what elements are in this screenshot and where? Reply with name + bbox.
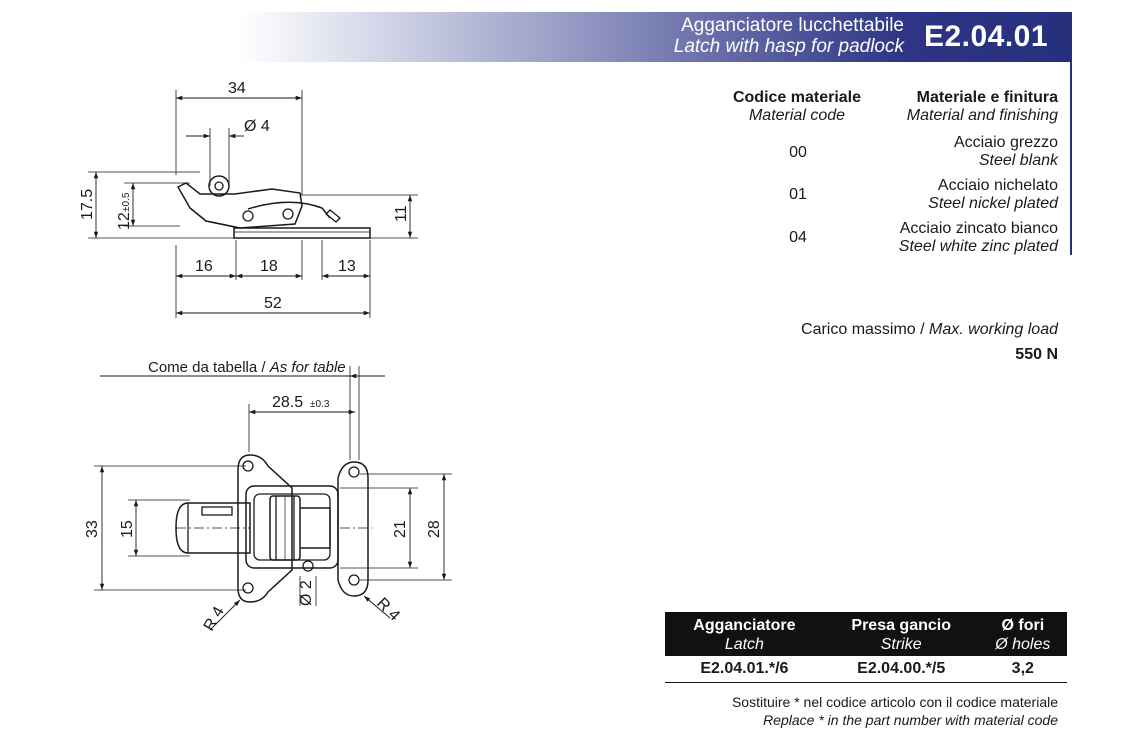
product-code: E2.04.01 xyxy=(923,20,1049,53)
header-band xyxy=(240,12,1070,62)
material-code-header-en: Material code xyxy=(748,107,846,124)
material-finish-header: Materiale e finitura Material and finish… xyxy=(907,89,1058,125)
dim-15: 15 xyxy=(119,520,136,538)
material-desc-it: Acciaio nichelato xyxy=(937,177,1058,194)
table-reference-note: Come da tabella / As for table xyxy=(148,359,346,376)
dim-pin-diameter: Ø 2 xyxy=(298,580,315,606)
dim-28-5-tolerance: ±0.3 xyxy=(310,399,330,410)
dim-13: 13 xyxy=(338,258,356,275)
table-header-it: Presa gancio xyxy=(851,617,951,634)
table-header-en: Latch xyxy=(724,636,764,653)
product-title: Agganciatore lucchettabile Latch with ha… xyxy=(674,15,904,57)
material-code-header-it: Codice materiale xyxy=(732,89,862,106)
max-load-label: Carico massimo / Max. working load xyxy=(801,321,1058,339)
dim-12: 12 xyxy=(116,212,133,230)
title-english: Latch with hasp for padlock xyxy=(673,36,904,57)
table-reference-note-it: Come da tabella / xyxy=(148,359,270,376)
dim-17-5: 17.5 xyxy=(79,189,96,220)
table-cell-hole-diameter: 3,2 xyxy=(978,656,1067,683)
material-desc-en: Steel white zinc plated xyxy=(898,238,1058,255)
max-load-value: 550 N xyxy=(1015,346,1058,363)
dim-12-tolerance: ±0.5 xyxy=(121,192,132,212)
dim-radius-right: R 4 xyxy=(373,595,403,625)
table-header-it: Agganciatore xyxy=(693,617,796,634)
material-row-desc: Acciaio zincato bianco Steel white zinc … xyxy=(899,220,1058,256)
dim-radius-left: R 4 xyxy=(201,604,228,634)
material-finish-header-it: Materiale e finitura xyxy=(916,89,1058,106)
table-cell-strike-code: E2.04.00.*/5 xyxy=(823,656,979,683)
max-load-label-it: Carico massimo / xyxy=(801,321,930,338)
dim-34: 34 xyxy=(228,80,246,97)
dim-18: 18 xyxy=(260,258,278,275)
table-reference-note-en: As for table xyxy=(269,359,346,376)
table-header-holes: Ø fori Ø holes xyxy=(978,612,1067,656)
material-code-header: Codice materiale Material code xyxy=(720,89,874,125)
material-row-desc: Acciaio nichelato Steel nickel plated xyxy=(928,177,1058,213)
material-row-desc: Acciaio grezzo Steel blank xyxy=(954,134,1058,170)
material-desc-en: Steel blank xyxy=(978,152,1058,169)
dim-16: 16 xyxy=(195,258,213,275)
dim-hole-diameter: Ø 4 xyxy=(244,118,270,135)
dim-52: 52 xyxy=(264,295,282,312)
max-load-label-en: Max. working load xyxy=(929,321,1058,338)
dim-21: 21 xyxy=(392,520,409,538)
material-row-code: 04 xyxy=(789,229,807,246)
top-view-dimension-labels: Come da tabella / As for table 28.5 ±0.3… xyxy=(84,359,443,634)
material-row-code: 01 xyxy=(789,186,807,203)
material-desc-it: Acciaio grezzo xyxy=(953,134,1058,151)
dim-28: 28 xyxy=(426,520,443,538)
material-finish-header-en: Material and finishing xyxy=(906,107,1058,124)
material-row-code: 00 xyxy=(789,144,807,161)
table-header-en: Ø holes xyxy=(995,636,1051,653)
side-view-drawing xyxy=(88,90,418,318)
dim-11: 11 xyxy=(393,205,410,222)
material-desc-en: Steel nickel plated xyxy=(928,195,1058,212)
table-header-en: Strike xyxy=(880,636,922,653)
technical-drawing: 34 Ø 4 17.5 12 ±0.5 11 16 18 13 52 xyxy=(79,80,452,634)
table-cell-latch-code: E2.04.01.*/6 xyxy=(665,656,824,683)
top-view-drawing xyxy=(94,366,452,631)
dim-28-5: 28.5 xyxy=(272,394,303,411)
material-desc-it: Acciaio zincato bianco xyxy=(899,220,1058,237)
table-header-it: Ø fori xyxy=(1001,617,1045,634)
table-row: E2.04.01.*/6 E2.04.00.*/5 3,2 xyxy=(665,656,1067,683)
side-view-dimension-labels: 34 Ø 4 17.5 12 ±0.5 11 16 18 13 52 xyxy=(79,80,410,312)
dim-33: 33 xyxy=(84,520,101,538)
replace-note-en: Replace * in the part number with materi… xyxy=(763,712,1058,728)
replace-note-it: Sostituire * nel codice articolo con il … xyxy=(731,694,1058,710)
header-divider xyxy=(1070,12,1072,255)
replace-note: Sostituire * nel codice articolo con il … xyxy=(732,693,1058,729)
title-italian: Agganciatore lucchettabile xyxy=(681,15,904,36)
